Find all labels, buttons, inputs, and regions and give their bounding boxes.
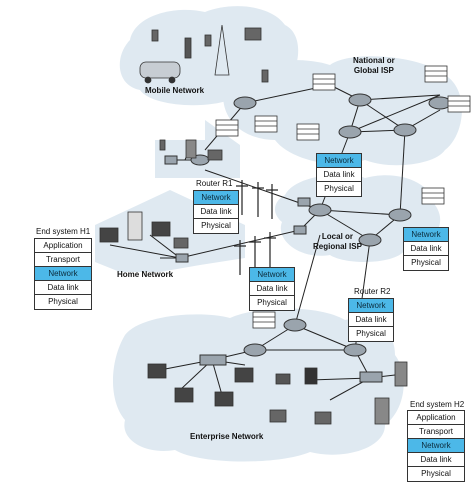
r1-physical-layer: Physical (201, 221, 231, 230)
mini-stacks (215, 65, 471, 329)
devices (99, 24, 408, 425)
pc-ent-2-icon (174, 387, 194, 403)
home-network-label: Home Network (117, 270, 174, 279)
router-local-a-icon (308, 203, 332, 217)
laptop-mobile-icon (244, 27, 262, 41)
pc-home-icon (151, 221, 171, 237)
traffic-light-icon (184, 37, 192, 59)
r1-network-layer: Network (194, 191, 238, 205)
router-enterprise-a-icon (283, 318, 307, 332)
h1-application-layer: Application (35, 239, 91, 253)
national-isp-cloud (223, 56, 462, 166)
printer-ent-icon (275, 373, 291, 385)
car-icon (139, 61, 181, 79)
switches (164, 155, 383, 383)
router-r2-title: Router R2 (354, 287, 391, 296)
pc-ent-3-icon (214, 391, 234, 407)
router-r1-title: Router R1 (196, 179, 233, 188)
router-local-c-icon (358, 233, 382, 247)
routers (190, 93, 452, 357)
end-system-h2-stack: Application Transport Network Data link … (407, 410, 465, 482)
isp-local-physical-layer: Physical (411, 258, 441, 267)
router-local-b-icon (388, 208, 412, 222)
end-system-h1-stack: Application Transport Network Data link … (34, 238, 92, 310)
fridge-icon (127, 211, 143, 241)
laptop-ent-icon (269, 409, 287, 423)
enterprise-switch-2-icon (359, 371, 383, 383)
isp-local-datalink-layer: Data link (404, 242, 448, 256)
phone-mobile-icon (261, 69, 269, 83)
router-isp-b-icon (338, 125, 362, 139)
h2-transport-layer: Transport (408, 425, 464, 439)
mobile-network-label: Mobile Network (145, 86, 205, 95)
mid-datalink-layer: Data link (250, 282, 294, 296)
national-isp-label: National or Global ISP (353, 56, 395, 76)
mid-stack: Network Data link Physical (249, 267, 295, 311)
h2-network-layer: Network (408, 439, 464, 453)
laptop-ent-2-icon (314, 411, 332, 425)
h1-transport-layer: Transport (35, 253, 91, 267)
r1-datalink-layer: Data link (194, 205, 238, 219)
r2-network-layer: Network (349, 299, 393, 313)
end-system-h2-title: End system H2 (410, 400, 465, 409)
home-modem-icon (175, 253, 189, 263)
router-r2-icon (343, 343, 367, 357)
router-r1-stack: Network Data link Physical (193, 190, 239, 234)
laptop-branch-icon (207, 149, 223, 161)
router-enterprise-b-icon (243, 343, 267, 357)
isp-top-datalink-layer: Data link (317, 168, 361, 182)
server-ent-2-icon (374, 397, 390, 425)
phone-mobile-2-icon (151, 29, 159, 42)
router-r2-stack: Network Data link Physical (348, 298, 394, 342)
enterprise-switch-icon (199, 354, 227, 366)
isp-local-network-layer: Network (404, 228, 448, 242)
mid-physical-layer: Physical (257, 298, 287, 307)
h1-datalink-layer: Data link (35, 281, 91, 295)
local-isp-label-line2: Regional ISP (313, 242, 362, 251)
tv-home-icon (99, 227, 119, 243)
mid-network-layer: Network (250, 268, 294, 282)
pc-ent-4-icon (234, 367, 254, 383)
phone-ent-icon (304, 367, 318, 385)
h2-datalink-layer: Data link (408, 453, 464, 467)
local-isp-label: Local or Regional ISP (313, 232, 362, 252)
h2-application-layer: Application (408, 411, 464, 425)
pc-ent-1-icon (147, 363, 167, 379)
h1-network-layer: Network (35, 267, 91, 281)
router-mobile-icon (233, 96, 257, 110)
router-isp-c-icon (393, 123, 417, 137)
national-isp-label-line2: Global ISP (353, 66, 394, 75)
server-branch-icon (185, 139, 197, 159)
phone-branch-icon (159, 139, 166, 151)
local-modem-2-icon (297, 197, 311, 207)
h1-physical-layer: Physical (48, 297, 78, 306)
local-isp-label-line1: Local or (321, 232, 354, 241)
isp-local-stack: Network Data link Physical (403, 227, 449, 271)
phone-mobile-3-icon (204, 34, 212, 47)
isp-top-stack: Network Data link Physical (316, 153, 362, 197)
server-ent-icon (394, 361, 408, 387)
r2-datalink-layer: Data link (349, 313, 393, 327)
branch-switch-icon (164, 155, 178, 165)
local-modem-icon (293, 225, 307, 235)
national-isp-label-line1: National or (353, 56, 395, 65)
isp-top-network-layer: Network (317, 154, 361, 168)
isp-top-physical-layer: Physical (324, 184, 354, 193)
cell-tower-icon (214, 24, 230, 76)
h2-physical-layer: Physical (421, 469, 451, 478)
laptop-home-icon (173, 237, 189, 249)
utility-poles (234, 180, 278, 275)
end-system-h1-title: End system H1 (36, 227, 91, 236)
r2-physical-layer: Physical (356, 329, 386, 338)
router-isp-a-icon (348, 93, 372, 107)
enterprise-network-label: Enterprise Network (190, 432, 264, 441)
